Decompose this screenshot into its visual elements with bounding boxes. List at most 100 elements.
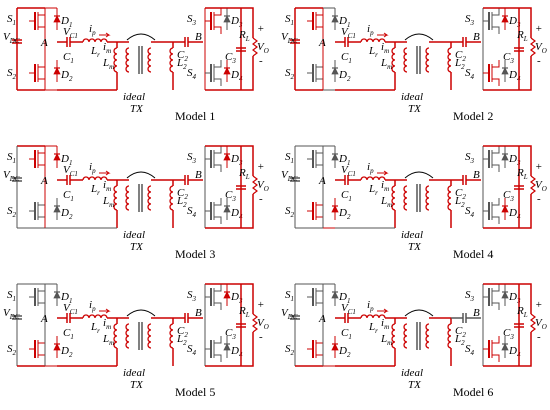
wire-rl-top [241,283,254,314]
switch-drain [492,336,500,344]
vdc-label: VDC [3,31,20,45]
s1-label: S1 [7,13,16,27]
c3-capacitor [514,185,524,190]
vc1-label: VC1 [63,302,78,316]
model-caption: Model 1 [175,109,215,123]
l2-label: L2 [176,57,187,71]
s3-label: S3 [465,13,475,27]
s4-label: S4 [187,343,197,357]
s2-switch [307,336,324,362]
node-a-label: A [318,175,326,187]
lm-inductor [391,185,396,211]
c2-capacitor [462,37,467,47]
c2-label: C2 [177,187,188,201]
s2-label: S2 [285,205,295,219]
s4-label: S4 [187,205,197,219]
switch-source [316,216,324,224]
im-label: im [103,317,111,331]
lr-inductor [82,38,108,43]
rl-label: RL [238,29,250,43]
s3-switch [205,8,222,34]
s2-switch [29,336,46,362]
switch-source [492,164,500,172]
c2-capacitor [184,175,189,185]
switch-source [316,164,324,172]
rl-resistor [530,175,536,195]
switch-source [492,302,500,310]
lm-inductor [113,185,118,211]
rl-label: RL [238,167,250,181]
switch-source [38,26,46,34]
vdc-label: VDC [281,31,298,45]
vdc-label: VDC [281,307,298,321]
model-5: VDCS1S2D1D2AVC1C1LripLmimidealTXL2C2BS3S… [3,283,269,399]
d1-label: D1 [60,15,72,29]
dc-source-symbol [12,315,22,320]
lr-label: Lr [368,45,378,59]
lr-inductor [360,176,386,181]
tx-secondary-winding [425,323,430,349]
rl-resistor [252,37,258,57]
switch-drain [214,146,222,154]
s2-label: S2 [7,343,17,357]
c3-capacitor [236,47,246,52]
switch-drain [492,284,500,292]
c1-label: C1 [63,327,74,341]
c3-label: C3 [503,189,514,203]
coupling-arc [404,33,434,41]
switch-source [492,354,500,362]
dc-source-symbol [290,39,300,44]
lm-label: Lm [102,333,114,347]
s2-switch [307,198,324,224]
tx-secondary-winding [147,47,152,73]
plus-sign: + [535,23,542,35]
model-caption: Model 4 [453,247,493,261]
model-caption: Model 2 [453,109,493,123]
lm-label: Lm [102,195,114,209]
wire-rl-top [241,7,254,38]
s3-label: S3 [187,289,197,303]
switch-drain [316,60,324,68]
switch-drain [316,284,324,292]
s1-label: S1 [285,151,294,165]
d1-diode [53,8,61,30]
im-label: im [103,41,111,55]
coupling-arc [126,309,156,317]
d2-label: D2 [60,69,73,83]
d3-diode [501,8,509,30]
coupling-arc [404,171,434,179]
s2-label: S2 [7,67,17,81]
node-a-label: A [318,37,326,49]
switch-source [38,78,46,86]
d4-diode [223,336,231,358]
tx-label: TX [408,103,422,115]
lr-label: Lr [368,183,378,197]
tx-secondary-winding [425,185,430,211]
d2-diode [53,336,61,358]
vdc-label: VDC [3,169,20,183]
lm-label: Lm [380,333,392,347]
plus-sign: + [257,23,264,35]
d4-diode [223,198,231,220]
s4-label: S4 [465,343,475,357]
s2-switch [307,60,324,86]
switch-drain [316,146,324,154]
plus-sign: + [257,161,264,173]
im-label: im [381,317,389,331]
ip-label: ip [89,161,96,175]
c2-label: C2 [455,325,466,339]
vo-label: VO [257,41,269,55]
d2-label: D2 [338,345,351,359]
c2-capacitor [184,37,189,47]
switch-drain [214,336,222,344]
ip-label: ip [89,23,96,37]
wire-rl-bottom [241,56,254,91]
model-4: VDCS1S2D1D2AVC1C1LripLmimidealTXL2C2BS3S… [281,145,547,261]
d4-diode [501,336,509,358]
c3-capacitor [514,323,524,328]
s4-switch [205,336,222,362]
s1-switch [29,284,46,310]
switch-drain [38,284,46,292]
d1-label: D1 [338,291,350,305]
d2-diode [331,60,339,82]
